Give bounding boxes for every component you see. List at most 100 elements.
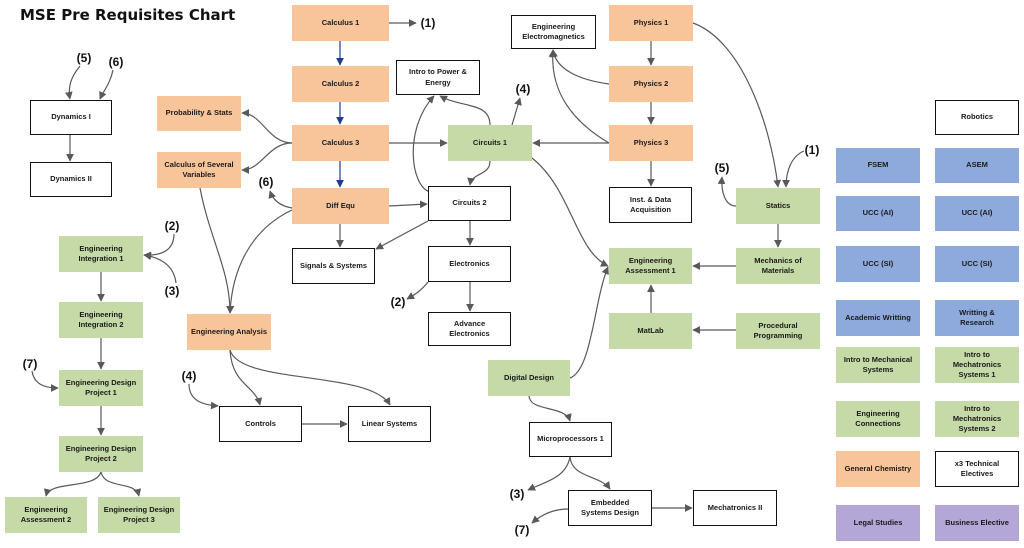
arrow-calculus-3-to-probability-stats [241,109,293,144]
node-label: Intro to Mechatronics Systems 1 [952,349,1002,380]
side-ucc-si-2: UCC (SI) [935,246,1019,282]
node-label: Engineering Assessment 1 [625,255,676,275]
node-mechanics-of-materials: Mechanics of Materials [736,248,820,284]
node-label: Calculus 1 [321,17,360,27]
arrow-electronics-to-marker-2 [406,281,429,300]
node-probability-stats: Probability & Stats [157,96,241,131]
arrow-marker-4-to-controls [188,383,219,410]
arrow-design-project-2-to-3 [100,471,142,497]
node-label: Engineering Design Project 3 [103,504,175,524]
marker-label: (4) [181,369,197,383]
node-linear-systems: Linear Systems [348,406,431,442]
node-label: MatLab [637,325,664,335]
node-label: Engineering Integration 1 [78,243,124,263]
arrow-marker-5-to-dynamics-1 [64,65,81,100]
side-ucc-si-1: UCC (SI) [836,246,920,282]
node-circuits-2: Circuits 2 [428,186,511,221]
node-engineering-integration-2: Engineering Integration 2 [59,302,143,338]
arrow-circuits-1-to-circuits-2 [467,160,491,186]
side-general-chemistry: General Chemistry [836,451,920,487]
node-label: Electronics [449,258,490,268]
node-engineering-design-project-3: Engineering Design Project 3 [98,497,180,533]
node-label: Business Elective [945,517,1009,527]
marker-label: (5) [76,51,92,65]
node-label: Intro to Power & Energy [409,67,467,87]
arrow-marker-3-to-engineering-integration-1 [143,252,177,284]
node-statics: Statics [736,188,820,224]
node-label: x3 Technical Electives [954,458,1000,478]
side-business-elective: Business Elective [935,505,1019,541]
marker-label: (3) [509,487,525,501]
node-label: FSEM [867,160,889,170]
arrow-circuits-2-to-signals-systems [375,220,429,250]
node-label: Calculus of Several Variables [164,159,234,179]
side-asem: ASEM [935,148,1019,183]
node-label: Microprocessors 1 [537,434,604,444]
node-label: Advance Electronics [449,318,490,338]
arrow-marker-2-to-engineering-integration-1 [143,233,175,260]
node-microprocessors-1: Microprocessors 1 [529,422,612,457]
node-label: Engineering Design Project 2 [65,443,137,463]
arrow-physics-2-to-engineering-electromagnetics [550,49,610,85]
node-label: Physics 3 [633,137,669,147]
marker-label: (4) [515,82,531,96]
node-label: Legal Studies [853,517,903,527]
arrow-embedded-systems-design-to-marker-7 [531,508,569,524]
node-engineering-electromagnetics: Engineering Electromagnetics [511,15,596,49]
arrow-engineering-analysis-to-controls [229,349,263,406]
node-label: Engineering Analysis [191,326,267,336]
node-advance-electronics: Advance Electronics [428,312,511,346]
side-fsem: FSEM [836,148,920,183]
node-label: Engineering Connections [855,408,901,428]
arrow-statics-to-marker-5 [717,176,737,207]
node-label: Embedded Systems Design [581,497,639,517]
node-circuits-1: Circuits 1 [448,125,532,161]
node-calculus-2: Calculus 2 [292,66,389,102]
node-calculus-1: Calculus 1 [292,5,389,41]
node-label: Physics 1 [633,17,669,27]
node-label: Engineering Design Project 1 [65,377,137,397]
node-inst-data-acquisition: Inst. & Data Acquisition [609,187,692,223]
side-academic-writting: Academic Writting [836,300,920,336]
node-label: Mechanics of Materials [754,255,802,275]
node-physics-3: Physics 3 [609,125,693,161]
node-label: ASEM [966,160,988,170]
node-label: Calculus 2 [321,78,360,88]
node-physics-1: Physics 1 [609,5,693,41]
marker-label: (3) [164,284,180,298]
arrow-diff-equ-to-marker-6 [268,190,293,209]
node-label: Linear Systems [361,418,418,428]
side-intro-mechanical-systems: Intro to Mechanical Systems [836,347,920,383]
node-label: Procedural Programming [753,320,803,340]
node-diff-equ: Diff Equ [292,188,389,224]
node-label: Digital Design [503,372,554,382]
arrow-circuits-1-to-engineering-assessment-1 [531,157,609,267]
marker-label: (6) [258,175,274,189]
arrow-marker-7-to-design-project-1 [31,370,59,392]
node-procedural-programming: Procedural Programming [736,313,820,349]
node-label: Intro to Mechatronics Systems 2 [952,403,1002,434]
side-technical-electives: x3 Technical Electives [935,451,1019,487]
node-label: Statics [765,200,791,210]
arrow-engineering-analysis-to-linear-systems [229,349,391,406]
node-label: Signals & Systems [299,260,368,270]
node-engineering-design-project-2: Engineering Design Project 2 [59,436,143,472]
node-engineering-integration-1: Engineering Integration 1 [59,236,143,272]
node-label: Dynamics I [51,112,91,122]
side-ucc-ai-2: UCC (AI) [935,196,1019,231]
node-label: General Chemistry [844,463,912,473]
arrow-physics-3-to-engineering-electromagnetics [548,49,610,144]
node-embedded-systems-design: Embedded Systems Design [568,490,652,526]
node-label: Dynamics II [50,174,92,184]
marker-label: (6) [108,55,124,69]
arrow-digital-design-to-microprocessors-1 [528,395,572,422]
arrow-calculus-3-to-calculus-several-variables [241,142,293,174]
node-label: Inst. & Data Acquisition [629,194,672,214]
arrow-calculus-several-variables-to-engineering-analysis [199,187,234,314]
node-label: Diff Equ [326,200,355,210]
node-label: Robotics [960,112,994,122]
node-dynamics-1: Dynamics I [30,100,112,135]
arrow-circuits-2-to-intro-power-energy [412,95,435,193]
arrow-diff-equ-to-engineering-analysis [226,209,293,314]
